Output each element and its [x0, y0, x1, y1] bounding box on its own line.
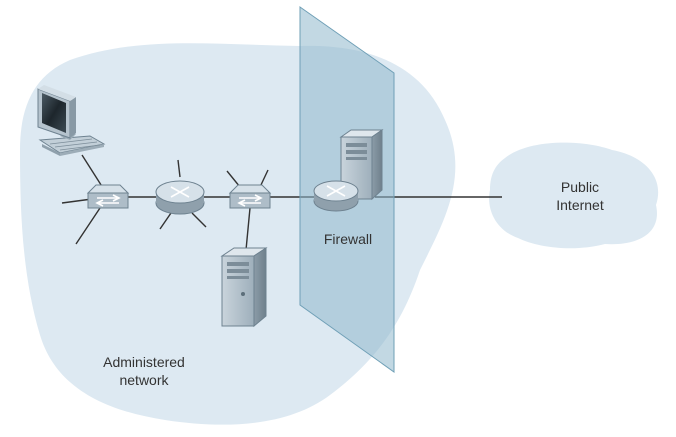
- administered-network-label: Administered network: [84, 353, 204, 389]
- switch-icon: [228, 184, 272, 209]
- administered-network-label-line1: Administered: [103, 354, 185, 370]
- link-switch2-upleft: [226, 170, 241, 188]
- public-internet-label: Public Internet: [540, 178, 620, 214]
- firewall-router-icon: [313, 180, 359, 212]
- router-icon: [155, 180, 205, 215]
- desktop-computer-icon: [37, 85, 106, 156]
- link-switch1-pc: [81, 154, 104, 189]
- switch-icon: [86, 184, 130, 209]
- public-internet-cloud: [489, 142, 659, 249]
- administered-network-label-line2: network: [119, 372, 169, 388]
- public-internet-label-line2: Internet: [556, 197, 604, 213]
- server-icon: [220, 247, 268, 328]
- link-switch2-upright: [259, 169, 269, 188]
- link-switch2-server: [245, 207, 251, 251]
- firewall-label: Firewall: [323, 231, 373, 247]
- link-router1-downleft: [159, 212, 172, 230]
- link-switch1-down: [75, 207, 101, 245]
- link-router1-downright: [191, 212, 207, 228]
- public-internet-label-line1: Public: [560, 179, 600, 195]
- network-links: [61, 154, 502, 251]
- link-router1-up: [177, 159, 181, 178]
- link-switch1-left: [61, 198, 93, 204]
